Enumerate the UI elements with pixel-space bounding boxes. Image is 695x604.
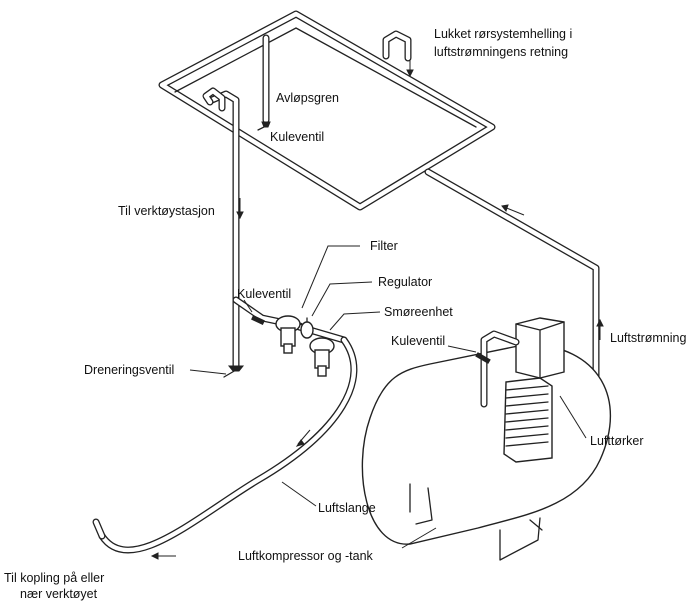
label-air-hose: Luftslange	[318, 501, 376, 515]
flow-arrows	[150, 60, 604, 560]
lubricator-icon	[309, 337, 335, 377]
label-regulator: Regulator	[378, 275, 432, 289]
label-coupling-line2: nær verktøyet	[20, 587, 98, 601]
leader-lines	[189, 245, 587, 549]
label-ball-valve-top: Kuleventil	[270, 130, 324, 144]
label-drain-valve: Dreneringsventil	[84, 363, 174, 377]
label-filter: Filter	[370, 239, 398, 253]
label-closed-loop-line2: luftstrømningens retning	[434, 45, 568, 59]
label-closed-loop-line1: Lukket rørsystemhelling i	[434, 27, 572, 41]
label-airflow: Luftstrømning	[610, 331, 686, 345]
ball-valve-top-icon	[257, 121, 271, 131]
frl-unit	[275, 315, 348, 377]
label-compressor-tank: Luftkompressor og -tank	[238, 549, 374, 563]
tank-outlet-pipe	[475, 330, 520, 408]
overhead-pipe-loop	[158, 10, 496, 211]
drain-branch-pipe	[202, 34, 270, 124]
label-drain-branch: Avløpsgren	[276, 91, 339, 105]
regulator-icon	[300, 317, 314, 339]
compressor-icon	[503, 377, 553, 463]
air-dryer-icon	[515, 317, 565, 379]
top-gooseneck	[382, 30, 412, 62]
ball-valve-mid-icon	[251, 314, 265, 326]
label-ball-valve-mid: Kuleventil	[237, 287, 291, 301]
ball-valve-right-icon	[475, 352, 491, 364]
label-lubricator: Smøreenhet	[384, 305, 453, 319]
drain-valve-icon	[223, 365, 245, 378]
label-coupling-line1: Til kopling på eller	[4, 571, 104, 585]
label-air-dryer: Lufttørker	[590, 434, 644, 448]
air-hose	[92, 336, 358, 554]
label-ball-valve-right: Kuleventil	[391, 334, 445, 348]
label-to-tool-station: Til verktøystasjon	[118, 204, 215, 218]
filter-icon	[275, 315, 301, 354]
